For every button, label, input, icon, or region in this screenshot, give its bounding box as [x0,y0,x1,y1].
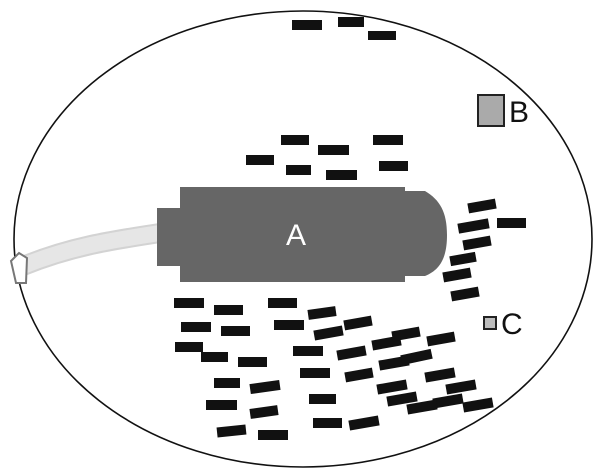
dash-mark-19 [214,305,243,315]
dash-mark-37 [300,368,330,378]
label-c: C [501,308,523,341]
dash-mark-26 [343,315,373,331]
dash-mark-4 [281,135,309,145]
block-a [157,187,447,282]
dash-mark-13 [457,218,490,234]
dash-mark-28 [201,352,228,362]
box-c [483,316,497,330]
dash-mark-16 [442,267,472,283]
dash-mark-6 [318,145,349,155]
dash-mark-3 [368,31,396,40]
dash-mark-5 [246,155,274,165]
dash-mark-25 [313,325,344,341]
dash-mark-42 [206,400,237,410]
dash-mark-1 [292,20,322,30]
boundary-ellipse [13,10,593,468]
dash-mark-9 [326,170,357,180]
dash-mark-46 [386,391,418,407]
dash-mark-18 [174,298,204,308]
dash-mark-23 [221,326,250,336]
dash-mark-50 [258,430,288,440]
dash-mark-45 [376,379,408,395]
dash-mark-15 [449,251,477,267]
dash-mark-30 [293,346,323,356]
dash-mark-12 [497,218,526,228]
dash-mark-47 [445,379,477,395]
tail-tip [9,251,29,284]
dash-mark-24 [274,320,304,330]
dash-mark-21 [307,306,337,320]
dash-mark-31 [336,345,367,361]
dash-mark-11 [467,198,497,214]
dash-mark-20 [268,298,297,308]
dash-mark-33 [391,326,421,342]
dash-mark-36 [249,379,281,395]
dash-mark-8 [286,165,311,175]
dash-mark-41 [424,367,456,383]
dash-mark-17 [450,286,480,302]
dash-mark-48 [432,393,464,409]
dash-mark-22 [181,322,211,332]
dash-mark-2 [338,17,364,27]
dash-mark-51 [313,418,342,428]
dash-mark-27 [175,342,203,352]
dash-mark-53 [406,399,438,415]
dash-mark-52 [348,415,380,431]
label-b: B [509,96,529,129]
dash-mark-10 [379,161,408,171]
dash-mark-43 [249,405,279,419]
dash-mark-44 [309,394,336,404]
dash-mark-14 [462,235,492,251]
dash-mark-49 [216,424,247,438]
dash-layer [174,17,526,440]
dash-mark-54 [462,397,494,413]
dash-mark-7 [373,135,403,145]
tail-connector [9,223,170,284]
dash-mark-38 [344,367,374,383]
dash-mark-35 [214,378,240,388]
dash-mark-29 [238,357,267,367]
box-b [477,94,505,127]
dash-mark-40 [400,348,433,366]
tail-band-fill [15,225,168,274]
label-a: A [286,219,306,252]
dash-mark-34 [426,331,456,347]
